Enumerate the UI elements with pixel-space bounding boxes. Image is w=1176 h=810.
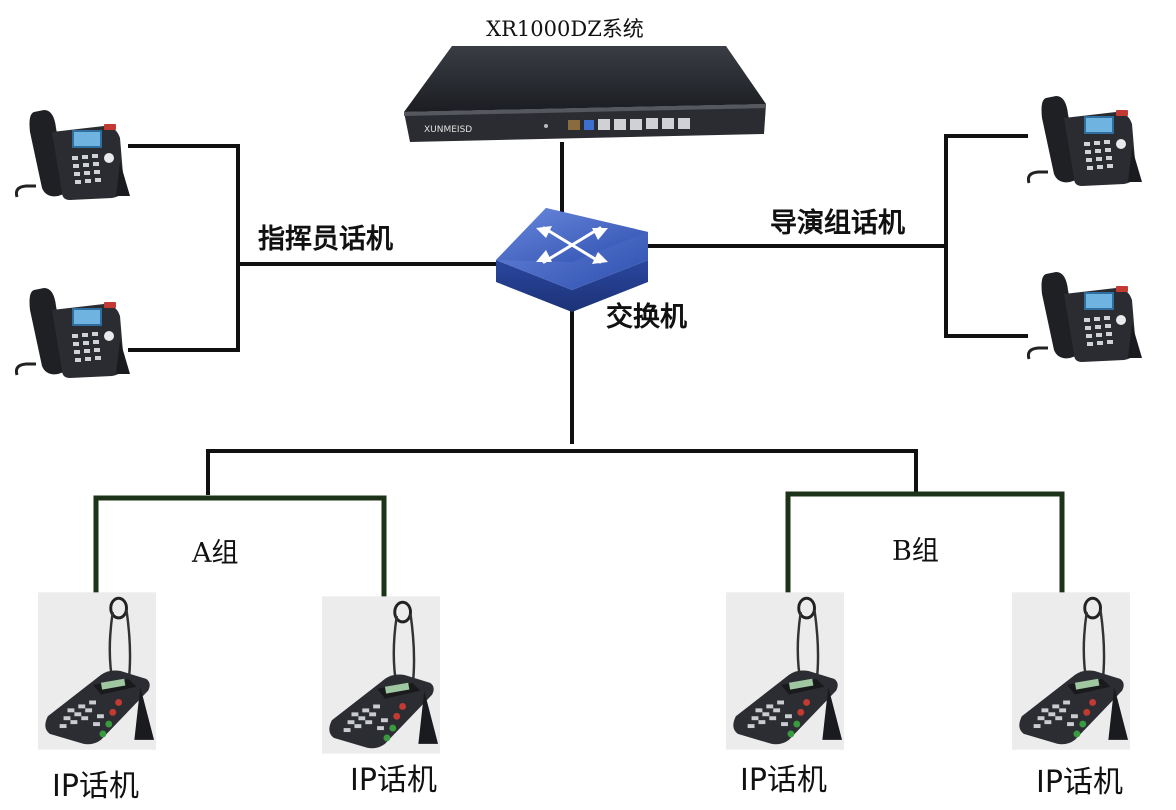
- ip-phone-2: [322, 594, 440, 756]
- server-title: XR1000DZ系统: [486, 17, 644, 41]
- server-device: XUNMEISD: [404, 46, 766, 142]
- switch-device: [496, 208, 648, 312]
- director-bracket: [944, 134, 1028, 338]
- director-phone-1: [1026, 94, 1144, 188]
- switch-arrows-icon: [536, 226, 608, 264]
- commander-phone-1: [14, 108, 132, 202]
- group-a-label: A组: [191, 538, 239, 569]
- group-b-label: B组: [892, 536, 939, 567]
- group-b-line: [785, 491, 1065, 670]
- commander-label: 指挥员话机: [258, 224, 393, 255]
- ip-phone-label: IP话机: [52, 769, 139, 804]
- ip-phone-4: [1012, 590, 1130, 752]
- director-phone-2: [1026, 270, 1144, 364]
- ip-phone-3: [726, 590, 844, 752]
- group-a-line: [93, 495, 387, 670]
- server-brand: XUNMEISD: [424, 125, 472, 135]
- bottom-bus: [206, 449, 918, 495]
- director-label: 导演组话机: [770, 207, 905, 239]
- connection-lines: [128, 134, 1028, 495]
- ip-phone-label: IP话机: [1036, 765, 1123, 800]
- ip-phone-label: IP话机: [350, 763, 437, 798]
- commander-bracket: [128, 144, 240, 352]
- switch-label: 交换机: [606, 301, 687, 333]
- commander-phone-2: [14, 286, 132, 380]
- group-lines: [93, 491, 1065, 670]
- server-ports: [568, 118, 690, 130]
- ip-phone-1: [38, 590, 156, 752]
- ip-phone-label: IP话机: [740, 763, 827, 798]
